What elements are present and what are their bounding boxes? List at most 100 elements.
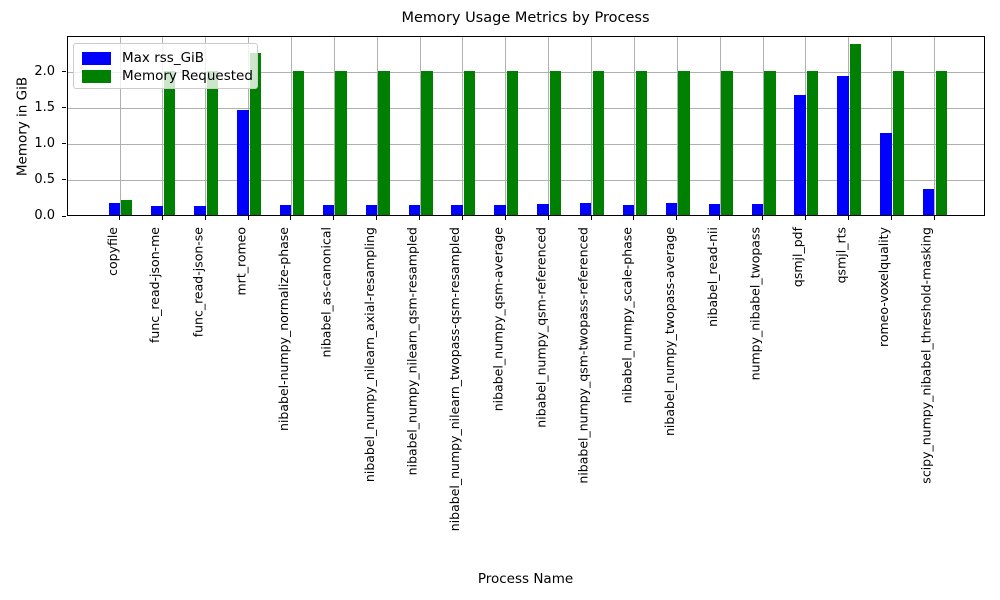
bar-memory-requested	[807, 70, 819, 215]
y-tick	[62, 107, 66, 109]
legend-item-max-rss: Max rss_GiB	[82, 50, 257, 66]
bar-max-rss	[151, 205, 163, 215]
y-tick	[62, 179, 66, 181]
x-tick-label: func_read-json-me	[147, 227, 163, 343]
x-tick-label: mrt_romeo	[233, 227, 249, 296]
h-gridline	[67, 107, 984, 109]
legend-swatch-green	[82, 69, 111, 83]
x-tick	[804, 216, 806, 220]
bar-max-rss	[923, 189, 935, 215]
x-tick	[290, 216, 292, 220]
bar-memory-requested	[378, 70, 390, 215]
v-gridline	[162, 37, 164, 215]
legend-label-max-rss: Max rss_GiB	[122, 50, 205, 66]
v-gridline	[119, 37, 121, 215]
bar-memory-requested	[163, 70, 176, 215]
x-tick-label: nibabel_numpy_nilearn_qsm-resampled	[404, 227, 420, 476]
bar-max-rss	[794, 95, 806, 215]
bar-memory-requested	[121, 199, 133, 215]
x-tick-label: nibabel_numpy_qsm-twopass-referenced	[576, 227, 592, 484]
x-tick-label: copyfile	[104, 227, 120, 276]
x-tick-label: nibabel_numpy_nilearn_axial-resampling	[361, 227, 377, 483]
x-tick-label: qsmjl_rts	[833, 227, 849, 284]
x-tick	[590, 216, 592, 220]
x-tick	[461, 216, 463, 220]
legend-item-memory-requested: Memory Requested	[82, 68, 257, 84]
y-tick-label: 2.0	[34, 63, 55, 79]
x-tick-label: numpy_nibabel_twopass	[747, 227, 763, 381]
bar-memory-requested	[549, 70, 562, 215]
v-gridline	[419, 37, 421, 215]
x-tick-label: nibabel_numpy_twopass-average	[661, 227, 677, 437]
bar-max-rss	[237, 109, 249, 215]
x-tick	[719, 216, 721, 220]
v-gridline	[633, 37, 635, 215]
x-tick-label: nibabel_read-nii	[704, 227, 720, 327]
x-tick-label: nibabel_as-canonical	[318, 227, 334, 358]
x-tick	[633, 216, 635, 220]
x-tick-label: nibabel_numpy_qsm-average	[490, 227, 506, 412]
bar-max-rss	[837, 75, 849, 215]
bar-max-rss	[622, 204, 635, 215]
y-tick-label: 0.5	[34, 171, 55, 187]
x-tick	[547, 216, 549, 220]
bar-max-rss	[580, 203, 592, 215]
h-gridline	[67, 143, 984, 145]
bar-memory-requested	[335, 70, 347, 215]
legend-swatch-blue	[82, 51, 111, 65]
bar-memory-requested	[678, 70, 690, 215]
v-gridline	[762, 37, 764, 215]
y-tick	[62, 215, 66, 217]
x-tick	[676, 216, 678, 220]
x-tick	[119, 216, 120, 220]
legend-label-memory-requested: Memory Requested	[122, 68, 253, 84]
v-gridline	[805, 37, 807, 215]
x-tick	[504, 216, 506, 220]
x-tick	[204, 216, 206, 220]
x-tick	[419, 216, 421, 220]
v-gridline	[934, 37, 936, 215]
x-tick	[890, 216, 892, 220]
bar-memory-requested	[592, 70, 605, 215]
x-tick	[333, 216, 335, 220]
bar-memory-requested	[249, 52, 262, 215]
y-tick	[62, 71, 66, 73]
x-tick-label: nibabel_numpy_scale-phase	[618, 227, 634, 404]
x-tick-label: nibabel_numpy_nilearn_twopass-qsm-resamp…	[447, 227, 463, 532]
v-gridline	[676, 37, 678, 215]
bar-max-rss	[108, 203, 120, 215]
bar-memory-requested	[849, 44, 862, 215]
v-gridline	[333, 37, 335, 215]
h-gridline	[67, 71, 984, 73]
y-tick-label: 1.5	[34, 99, 55, 115]
y-tick	[62, 143, 66, 145]
bar-memory-requested	[292, 70, 304, 215]
v-gridline	[591, 37, 593, 215]
bar-max-rss	[451, 204, 463, 215]
bar-memory-requested	[935, 70, 948, 215]
bar-max-rss	[322, 204, 335, 215]
bar-max-rss	[279, 204, 292, 215]
x-tick-label: nibabel_numpy_qsm-referenced	[533, 227, 549, 428]
bar-max-rss	[494, 204, 506, 215]
x-axis-label: Process Name	[477, 571, 574, 587]
v-gridline	[548, 37, 550, 215]
y-tick-label: 0.0	[34, 208, 55, 223]
x-tick	[847, 216, 849, 220]
bar-memory-requested	[635, 70, 647, 215]
bar-memory-requested	[892, 70, 905, 215]
bar-memory-requested	[206, 70, 219, 215]
bar-memory-requested	[421, 70, 433, 215]
bar-max-rss	[751, 204, 763, 215]
v-gridline	[719, 37, 721, 215]
v-gridline	[376, 37, 378, 215]
x-tick	[247, 216, 249, 220]
v-gridline	[848, 37, 850, 215]
v-gridline	[891, 37, 893, 215]
bar-max-rss	[537, 204, 549, 215]
legend: Max rss_GiB Memory Requested	[73, 43, 258, 89]
x-tick	[161, 216, 163, 220]
v-gridline	[248, 37, 250, 215]
x-tick-label: romeo-voxelquality	[876, 227, 892, 348]
